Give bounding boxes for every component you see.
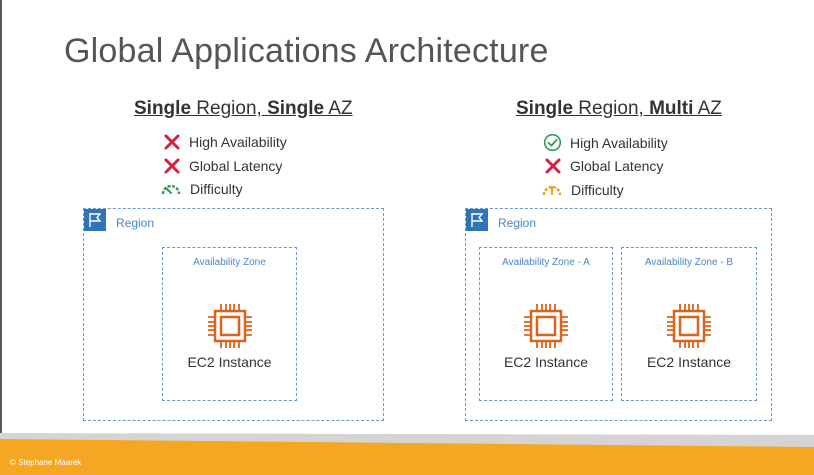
slide-title: Global Applications Architecture — [64, 32, 549, 70]
copyright-text: © Stephane Maarek — [10, 458, 82, 467]
feature-label: Difficulty — [190, 181, 243, 197]
right-feature-difficulty: Difficulty — [541, 182, 624, 198]
availability-zone-label: Availability Zone - A — [502, 257, 590, 268]
heading-strong: Single — [134, 98, 192, 119]
availability-zone-b-box: Availability Zone - B EC2 Instance — [621, 247, 757, 401]
availability-zone-box: Availability Zone EC2 Instance — [162, 247, 297, 401]
heading-text: Region, — [191, 98, 268, 119]
cross-icon — [545, 158, 561, 174]
feature-label: High Availability — [189, 134, 287, 150]
ec2-instance-label: EC2 Instance — [646, 354, 732, 370]
gauge-low-icon — [161, 184, 181, 195]
feature-label: Global Latency — [570, 158, 664, 174]
slide-left-edge — [0, 0, 2, 475]
left-feature-global-latency: Global Latency — [163, 157, 282, 175]
feature-label: Global Latency — [189, 158, 283, 174]
ec2-chip-icon — [524, 304, 568, 348]
check-circle-icon — [543, 133, 562, 152]
ec2-chip-icon — [667, 304, 711, 348]
ec2-instance-label: EC2 Instance — [503, 354, 589, 370]
cross-icon — [164, 158, 180, 174]
ec2-chip-icon — [207, 304, 252, 348]
region-label: Region — [116, 216, 155, 230]
heading-text: AZ — [324, 98, 353, 119]
heading-text: AZ — [693, 98, 722, 119]
right-feature-high-availability: High Availability — [543, 133, 668, 152]
feature-label: High Availability — [570, 134, 668, 151]
availability-zone-a-box: Availability Zone - A EC2 Instance — [479, 247, 613, 401]
availability-zone-label: Availability Zone — [193, 257, 266, 268]
cross-icon — [164, 134, 180, 150]
right-column-heading: Single Region, Multi AZ — [516, 98, 722, 120]
region-flag-icon — [466, 209, 488, 231]
heading-strong: Single — [516, 98, 574, 119]
left-column-heading: Single Region, Single AZ — [134, 98, 353, 120]
ec2-instance-label: EC2 Instance — [187, 354, 272, 370]
gauge-mid-icon — [542, 185, 562, 196]
feature-label: Difficulty — [571, 182, 624, 198]
right-feature-global-latency: Global Latency — [544, 157, 663, 175]
heading-strong: Single — [267, 98, 325, 119]
right-region-box: Region Availability Zone - A EC2 Instanc… — [465, 208, 772, 421]
heading-strong: Multi — [649, 98, 694, 119]
left-feature-difficulty: Difficulty — [160, 181, 243, 197]
availability-zone-label: Availability Zone - B — [644, 257, 734, 268]
left-feature-high-availability: High Availability — [163, 133, 287, 151]
footer-band — [0, 433, 814, 475]
region-flag-icon — [84, 209, 106, 231]
region-label: Region — [498, 216, 537, 230]
heading-text: Region, — [573, 98, 650, 119]
left-region-box: Region Availability Zone EC2 Instance — [83, 208, 384, 421]
